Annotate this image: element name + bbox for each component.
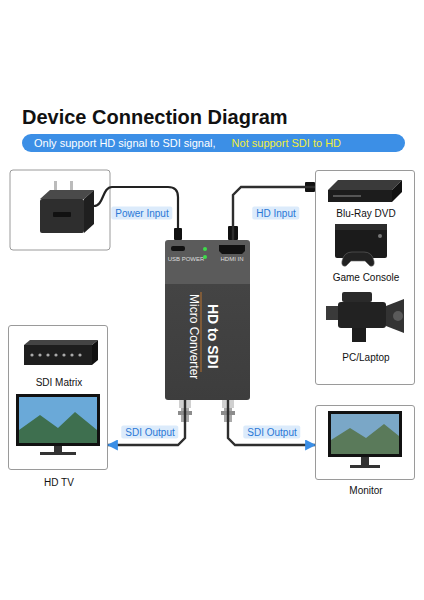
node-text: Blu-Ray DVD [316, 208, 416, 220]
bluray-player [328, 180, 402, 190]
cable-connector [228, 400, 315, 445]
connector-label: SDI Output [121, 426, 178, 439]
power-adapter [54, 181, 57, 193]
sdi-matrix [78, 353, 81, 356]
video-camera [326, 306, 340, 320]
node-text: Only support HD signal to SDI signal, [34, 137, 216, 150]
monitor-screen [331, 414, 399, 454]
video-camera [352, 328, 366, 342]
source-device-box: Blu-Ray DVD Game ConsolePC/Laptop [315, 170, 415, 385]
power-adapter [70, 181, 73, 193]
power-adapter [40, 190, 94, 199]
game-console [378, 234, 382, 238]
node-text: Game Console [316, 272, 416, 284]
adapter-frame [10, 170, 110, 250]
video-camera [386, 299, 404, 333]
bnc-connector [179, 400, 191, 408]
sdi-matrix [38, 353, 41, 356]
node-text: Monitor [316, 485, 416, 497]
bnc-connector [181, 408, 189, 422]
television [19, 397, 97, 443]
television [40, 452, 76, 455]
converter-ports [203, 255, 207, 259]
sdi-matrix [30, 353, 33, 356]
sdi-matrix [54, 353, 57, 356]
television [54, 446, 62, 452]
television [19, 412, 97, 443]
bluray-player [392, 180, 402, 202]
power-adapter [53, 212, 71, 217]
sdi-matrix [46, 353, 49, 356]
node-text: HD TV [9, 477, 109, 489]
node-text: Not support SDI to HD [232, 137, 341, 150]
sdi-matrix [24, 340, 98, 365]
game-console [335, 224, 387, 266]
bnc-connector [224, 408, 232, 422]
converter-ports [171, 246, 185, 251]
bnc-connector [222, 400, 234, 408]
bluray-player [328, 190, 392, 202]
node-text: HD to SDI [205, 304, 221, 369]
monitor-screen [331, 424, 399, 454]
converter-ports [171, 245, 245, 372]
bnc-connector [221, 411, 235, 415]
power-adapter [40, 199, 84, 233]
converter-device: USB POWER HDMI IN Micro Converter HD to SDI [165, 240, 250, 400]
monitor-screen [361, 457, 369, 465]
node-text: Micro Converter [186, 294, 200, 379]
sdi-matrix [92, 340, 98, 365]
power-adapter [84, 190, 94, 233]
bluray-player [333, 195, 361, 197]
cable-connector [233, 187, 315, 240]
cable-connector [108, 400, 185, 445]
hdmi-plug [228, 226, 238, 240]
info-band: Only support HD signal to SDI signal, Not… [22, 134, 405, 152]
diagram-title: Device Connection Diagram [22, 106, 288, 129]
power-cable [174, 228, 182, 240]
node-text: HDMI IN [215, 256, 249, 263]
monitor-box: Monitor [315, 405, 415, 480]
display-device-box: SDI MatrixHD TV [8, 325, 108, 470]
video-camera [393, 311, 403, 321]
converter-ports [201, 292, 202, 372]
sdi-matrix [70, 353, 73, 356]
sdi-matrix [24, 340, 98, 345]
power-cable [94, 187, 182, 240]
power-adapter [40, 181, 94, 233]
video-camera [326, 292, 404, 342]
monitor-screen [328, 411, 402, 468]
port-label: Power Input [111, 207, 172, 220]
connector-label: SDI Output [243, 426, 300, 439]
video-camera [342, 292, 372, 302]
bluray-player [328, 180, 402, 202]
television [16, 394, 100, 455]
node-text: SDI Matrix [9, 377, 109, 389]
converter-ports [203, 247, 207, 251]
hdmi-plug [228, 182, 315, 240]
bnc-connector [178, 400, 235, 422]
monitor-screen [350, 465, 380, 468]
hdmi-plug [305, 182, 315, 192]
node-text: PC/Laptop [316, 352, 416, 364]
sdi-matrix [62, 353, 65, 356]
monitor-screen [328, 411, 402, 457]
video-camera [338, 302, 386, 328]
game-console [342, 252, 374, 266]
television [16, 394, 100, 446]
sdi-matrix [24, 345, 92, 365]
connector-label: HD Input [252, 207, 299, 220]
game-console [335, 224, 387, 258]
power-cable [94, 187, 178, 228]
bnc-connector [178, 411, 192, 415]
game-console [335, 224, 387, 230]
node-text: USB POWER [167, 256, 205, 263]
converter-ports [219, 245, 245, 254]
